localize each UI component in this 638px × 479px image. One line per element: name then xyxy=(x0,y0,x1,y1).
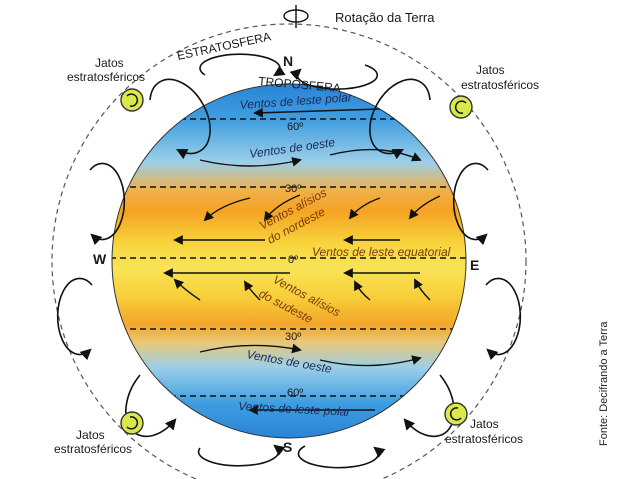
east-label: E xyxy=(470,257,479,273)
equatorial-east-label: Ventos de leste equatorial xyxy=(312,245,451,259)
cell-bottom-right xyxy=(297,445,386,469)
cell-w-upper xyxy=(89,162,126,246)
se-trade-arrow-3 xyxy=(354,280,371,301)
ne-trade-arrow-4 xyxy=(408,195,441,220)
jets-label-top-left-line2: estratosféricos xyxy=(67,70,145,84)
jets-label-top-right-line1: Jatos xyxy=(476,63,505,77)
south-label: S xyxy=(283,439,292,455)
cell-e-lower xyxy=(485,277,522,361)
jet-icon-top-left xyxy=(120,88,144,112)
jet-icon-bottom-right xyxy=(444,402,468,426)
jets-label-bottom-left-line1: Jatos xyxy=(76,428,105,442)
polar-east-s-label: Ventos de leste polar xyxy=(238,399,352,419)
ne-trade-arrow-1 xyxy=(203,197,251,222)
rotation-icon xyxy=(283,5,309,28)
rotation-label: Rotação da Terra xyxy=(335,10,435,25)
cell-se xyxy=(403,374,455,438)
north-label: N xyxy=(283,53,293,69)
cell-bottom-left xyxy=(197,444,286,467)
polar-easterly-arrow-n xyxy=(253,107,381,118)
jets-label-top-left-line1: Jatos xyxy=(95,56,124,70)
lat-0-label: 0º xyxy=(288,254,298,266)
lat-30n-label: 30º xyxy=(285,183,301,195)
se-trade-arrow-4 xyxy=(414,278,431,301)
cell-nw xyxy=(149,78,211,160)
west-label: W xyxy=(93,251,107,267)
se-trade-arrow-2 xyxy=(243,280,261,301)
lat-30s-label: 30º xyxy=(285,331,301,343)
cell-top-right xyxy=(289,64,379,90)
jets-label-top-right-line2: estratosféricos xyxy=(461,78,539,92)
cell-top-left xyxy=(199,53,286,77)
cell-e-upper xyxy=(452,162,489,246)
jets-label-bottom-left-line2: estratosféricos xyxy=(54,442,132,456)
jet-stream-icons xyxy=(120,88,473,435)
westerly-arrow-n1 xyxy=(199,157,302,167)
cell-w-lower xyxy=(56,277,93,361)
westerly-arrow-s1 xyxy=(199,343,302,354)
westerly-arrow-s2 xyxy=(319,355,422,367)
cell-ne xyxy=(369,78,431,160)
jet-icon-top-right xyxy=(449,95,473,119)
ne-trade-arrow-3 xyxy=(348,197,381,220)
stratosphere-label: ESTRATOSFERA xyxy=(176,29,272,63)
jets-label-bottom-right-line2: estratosféricos xyxy=(445,432,523,446)
source-caption: Fonte: Decifrando a Terra xyxy=(598,321,610,446)
ne-trade-arrow-2 xyxy=(263,194,301,222)
lat-60s-label: 60º xyxy=(287,387,303,399)
se-trade-arrow-1 xyxy=(173,278,201,301)
jets-label-bottom-right-line1: Jatos xyxy=(470,417,499,431)
atmosphere-boundary xyxy=(51,23,527,479)
jet-icon-bottom-left xyxy=(120,411,144,435)
lat-60n-label: 60º xyxy=(287,121,303,133)
